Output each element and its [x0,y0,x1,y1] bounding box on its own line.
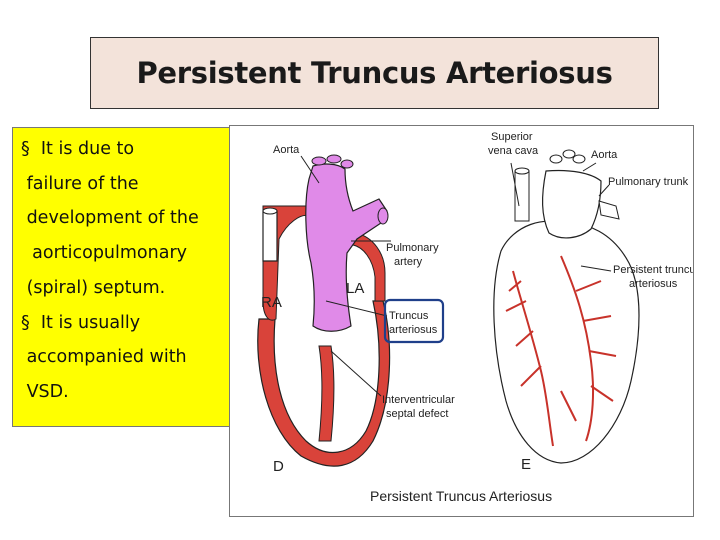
label-svc: Superior [491,131,533,143]
ventricular-septum [318,345,335,442]
aortic-branch [340,159,354,169]
label-ra: RA [261,294,282,311]
label-persistent-truncus: Persistent truncus [613,264,693,276]
external-heart-diagram: Superior vena cava Aorta Pulmonary trunk… [488,131,702,473]
aortic-branch [562,149,576,159]
bullet-text: (spiral) septum. [26,277,166,298]
panel-letter-d: D [273,458,284,475]
aortic-branch [549,154,563,164]
bullet-text: aorticopulmonary [26,243,188,264]
label-vsd: Interventricular [382,394,455,406]
label-truncus: Truncus [389,310,429,322]
label-vsd: septal defect [386,408,448,420]
leader-line [330,350,382,397]
label-aorta: Aorta [591,149,618,161]
heart-figure: Aorta Pulmonary artery RA LA Truncus art… [229,125,702,517]
leader-line [580,265,612,272]
bullet-panel: § It is due to failure of the developmen… [12,127,232,427]
heart-diagram: Aorta Pulmonary artery RA LA Truncus art… [257,131,702,504]
aortic-branch [311,156,327,166]
bullet-line: accompanied with [21,340,231,375]
leader-line [510,162,520,207]
bullet-line: (spiral) septum. [21,271,231,306]
bullet-line: development of the [21,201,231,236]
leader-line [582,162,597,172]
bullet-line: VSD. [21,375,231,410]
bullet-text: It is usually [40,312,141,333]
panel-letter-e: E [521,456,531,473]
leader-line [325,300,388,317]
label-svc: vena cava [488,145,539,157]
pulmonary-branch [377,207,389,225]
label-pulmonary-artery: artery [394,256,423,268]
bullet-text: It is due to [40,139,135,159]
vena-cava-opening [262,207,278,215]
bullet-line: § It is usually [21,306,231,341]
label-persistent-truncus: arteriosus [629,278,678,290]
leader-line [598,184,610,197]
title-box: Persistent Truncus Arteriosus [90,37,659,109]
bullet-text: VSD. [26,381,69,402]
heart-outline [493,220,640,464]
coronary-vessels [505,255,617,447]
truncus-highlight-box [383,298,445,344]
vena-cava-opening [514,167,530,175]
bullet-marker: § [21,139,30,159]
bullet-line: § It is due to [21,132,231,167]
aortic-branch [326,154,342,164]
slide-title: Persistent Truncus Arteriosus [136,56,613,90]
bullet-text: accompanied with [26,347,187,368]
leader-line [300,155,320,184]
bullet-text: failure of the [26,173,139,194]
label-aorta: Aorta [273,144,300,156]
bullet-line: failure of the [21,167,231,202]
aortic-branch [572,154,586,164]
figure-caption: Persistent Truncus Arteriosus [370,488,552,504]
label-pulmonary-artery: Pulmonary [386,242,439,254]
truncus-arteriosus-vessel [305,163,388,332]
great-vessel-trunk [541,169,602,239]
bullet-text: development of the [26,208,199,229]
section-heart-diagram: Aorta Pulmonary artery RA LA Truncus art… [257,144,455,475]
left-atrium-wall [352,232,386,302]
label-la: LA [346,280,364,297]
bullet-marker: § [21,312,30,333]
vena-cava [262,210,278,262]
label-pulmonary-trunk: Pulmonary trunk [608,176,689,188]
pulmonary-trunk-branch [598,200,620,220]
label-truncus: arteriosus [389,324,438,336]
bullet-line: aorticopulmonary [21,236,231,271]
